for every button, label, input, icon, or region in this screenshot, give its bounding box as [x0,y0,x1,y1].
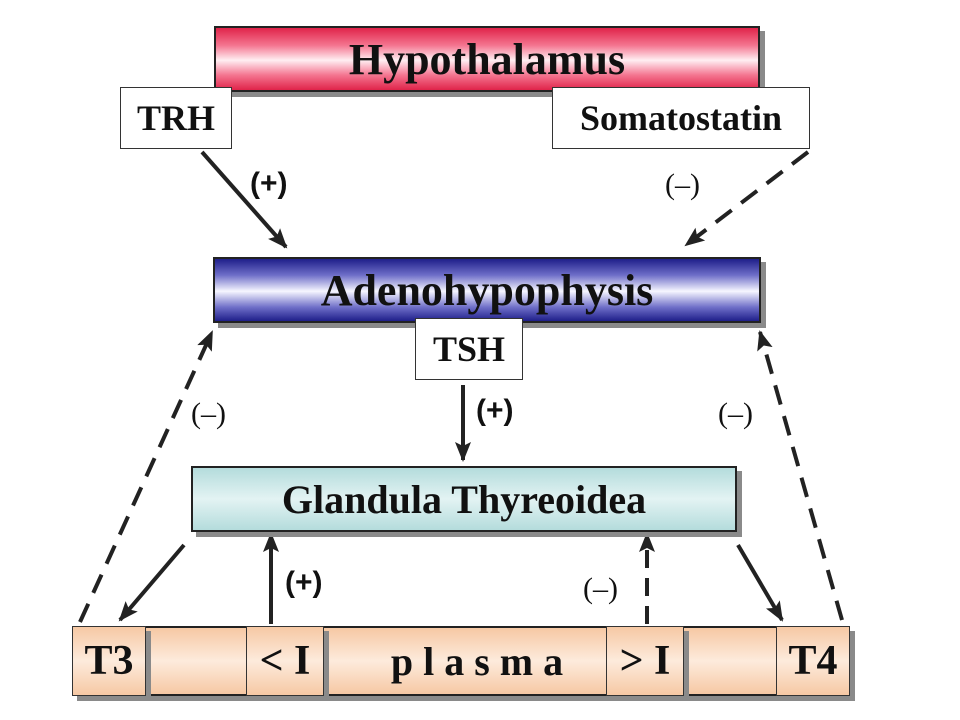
adenohypophysis-bar: Adenohypophysis [213,257,761,323]
low-iodine-label: < I [259,638,311,684]
plasma-bar: p l a s m a [72,626,850,696]
low-iodine-box: < I [246,626,324,696]
high-iodine-box: > I [606,626,684,696]
t3-box: T3 [72,626,146,696]
t4-feedback-arrow [757,330,844,621]
t3-feedback-sign: (–) [191,397,226,430]
trh-stimulation-arrow [200,150,288,249]
t3-feedback-arrow [78,330,214,623]
adenohypophysis-label: Adenohypophysis [320,265,654,315]
t4-label: T4 [788,638,838,684]
t4-box: T4 [776,626,850,696]
trh-label: TRH [136,98,215,138]
t3-secretion-arrow [118,543,186,622]
high-iodine-label: > I [619,638,671,684]
tsh-box: TSH [415,318,523,380]
thyroid-label: Glandula Thyreoidea [281,476,647,522]
tsh-label: TSH [432,329,506,369]
thyroid-bar: Glandula Thyreoidea [191,466,737,532]
low-iodine-effect-sign: (+) [285,566,323,599]
t3-label: T3 [84,638,134,684]
somatostatin-effect-sign: (–) [665,168,700,201]
tsh-effect-sign: (+) [476,394,514,427]
t4-secretion-arrow [736,543,784,622]
hypothalamus-bar: Hypothalamus [214,26,760,92]
somatostatin-box: Somatostatin [552,87,810,149]
hypothalamus-label: Hypothalamus [348,34,626,84]
somatostatin-label: Somatostatin [579,98,782,138]
somatostatin-inhibition-arrow [684,150,810,247]
trh-box: TRH [120,87,232,149]
plasma-label: p l a s m a [390,638,564,684]
high-iodine-effect-sign: (–) [583,572,618,605]
t4-feedback-sign: (–) [718,397,753,430]
trh-effect-sign: (+) [250,167,288,200]
